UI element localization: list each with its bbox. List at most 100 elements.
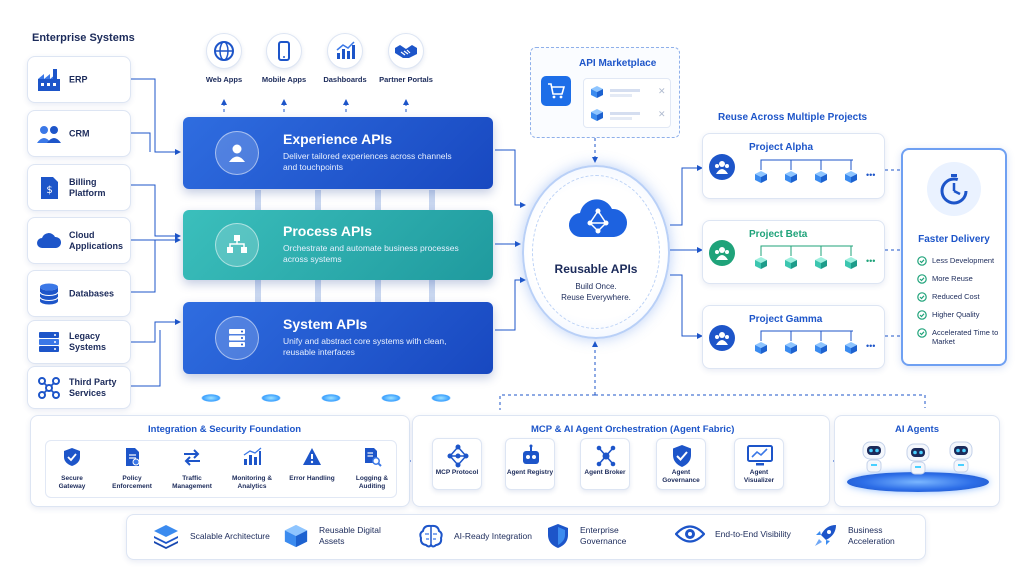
faster-delivery-item: Higher Quality [917,310,980,320]
benefit-label: AI-Ready Integration [454,530,532,541]
enterprise-item-cloud[interactable]: Cloud Applications [27,217,131,264]
robot-agent-icon [949,441,973,473]
mcp-item-label: MCP Protocol [435,469,479,476]
ai-agents-title: AI Agents [895,424,939,435]
benefit-visibility: End-to-End Visibility [675,523,795,545]
faster-delivery-item-label: Accelerated Time to Market [932,328,999,346]
channel-partner-portals[interactable] [388,33,424,69]
cube-icon [785,257,797,269]
reusable-apis-hub[interactable]: Reusable APIs Build Once. Reuse Everywhe… [522,165,670,339]
mcp-item-label: Agent Visualizer [743,469,775,484]
broker-hub-icon [596,445,616,467]
cart-button[interactable] [541,76,571,106]
channel-web-apps[interactable] [206,33,242,69]
team-icon [715,332,729,345]
cube-icon [845,257,857,269]
benefit-ai-ready: AI-Ready Integration [418,523,534,549]
channel-label: Dashboards [323,75,367,84]
cube-icon [815,171,827,183]
enterprise-item-erp[interactable]: ERP [27,56,131,103]
project-alpha-card[interactable]: Project Alpha ••• [702,133,885,199]
faster-delivery-item: Less Development [917,256,994,266]
layer-description: Orchestrate and automate business proces… [283,243,459,264]
layer-icon-wrap [215,316,259,360]
project-avatar [709,325,735,351]
benefit-acceleration: Business Acceleration [812,523,928,549]
benefit-label: Scalable Architecture [190,530,270,541]
layer-title: System APIs [283,316,368,332]
faster-delivery-panel[interactable]: Faster Delivery Less Development More Re… [901,148,1007,366]
mcp-item-visualizer[interactable]: Agent Visualizer [734,438,784,490]
foundation-item[interactable]: Error Handling [288,447,336,483]
enterprise-item-billing[interactable]: $ Billing Platform [27,164,131,211]
api-marketplace-panel[interactable]: API Marketplace ✕ ✕ [530,47,680,138]
layer-title: Experience APIs [283,131,393,147]
project-beta-card[interactable]: Project Beta ••• [702,220,885,284]
hub-title: Reusable APIs [554,262,638,276]
project-tree-lines [760,159,853,170]
faster-delivery-title: Faster Delivery [918,234,990,245]
enterprise-item-databases[interactable]: Databases [27,270,131,317]
faster-delivery-item-label: Reduced Cost [932,292,980,301]
check-circle-icon [917,328,927,338]
foundation-item[interactable]: Traffic Management [168,447,216,491]
robot-icon [523,444,539,464]
cube-icon [845,171,857,183]
system-apis-layer[interactable]: System APIs Unify and abstract core syst… [183,302,493,374]
benefit-enterprise-governance: Enterprise Governance [546,523,660,549]
foundation-item[interactable]: Secure Gateway [48,447,96,491]
enterprise-item-label: Legacy Systems [69,331,107,352]
process-apis-layer[interactable]: Process APIs Orchestrate and automate bu… [183,210,493,280]
foundation-item[interactable]: Monitoring & Analytics [228,447,276,491]
integration-security-panel[interactable]: Integration & Security Foundation Secure… [30,415,410,507]
user-icon [229,144,245,162]
server-icon [39,332,59,352]
marketplace-title: API Marketplace [579,58,657,69]
cube-icon [815,342,827,354]
mcp-item-registry[interactable]: Agent Registry [505,438,555,490]
cube-icon [591,86,603,98]
benefits-bar [126,514,926,560]
team-icon [715,161,729,174]
benefit-reusable-assets: Reusable Digital Assets [283,523,399,549]
more-dots: ••• [866,341,876,351]
enterprise-item-legacy[interactable]: Legacy Systems [27,320,131,364]
shield-icon [548,524,568,548]
layer-description: Unify and abstract core systems with cle… [283,336,447,357]
layer-description: Deliver tailored experiences across chan… [283,151,452,172]
hub-inner-ring [532,175,660,329]
bar-chart-icon [336,41,355,59]
analytics-icon [243,447,262,465]
enterprise-item-crm[interactable]: CRM [27,110,131,157]
cube-icon [755,171,767,183]
mcp-item-governance[interactable]: Agent Governance [656,438,706,490]
layers-icon [154,525,178,549]
enterprise-item-label: ERP [69,74,88,84]
foundation-item[interactable]: Policy Enforcement [108,447,156,491]
project-gamma-card[interactable]: Project Gamma ••• [702,305,885,369]
faster-delivery-item-label: Less Development [932,256,995,265]
foundation-item[interactable]: Logging & Auditing [348,447,396,491]
robot-agent-icon [906,443,930,475]
mcp-item-protocol[interactable]: MCP Protocol [432,438,482,490]
rocket-icon [815,525,836,546]
users-icon [37,125,61,143]
enterprise-item-label: Billing Platform [69,176,106,198]
warning-icon [303,448,321,465]
monitor-chart-icon [747,445,773,466]
enterprise-item-third-party[interactable]: Third Party Services [27,366,131,409]
mcp-network-icon [447,444,469,468]
marketplace-listing: ✕ ✕ [583,78,671,128]
faster-delivery-item: Accelerated Time to Market [917,328,999,346]
cloud-icon [37,232,62,248]
check-circle-icon [917,292,927,302]
foundation-inner: Secure Gateway Policy Enforcement Traffi… [45,440,397,498]
channel-mobile-apps[interactable] [266,33,302,69]
benefit-label: Reusable Digital Assets [319,525,381,546]
ai-agents-panel[interactable]: AI Agents [834,415,1000,507]
mcp-item-broker[interactable]: Agent Broker [580,438,630,490]
channel-dashboards[interactable] [327,33,363,69]
shield-check-icon [64,448,80,466]
project-title: Project Gamma [749,314,823,325]
experience-apis-layer[interactable]: Experience APIs Deliver tailored experie… [183,117,493,189]
